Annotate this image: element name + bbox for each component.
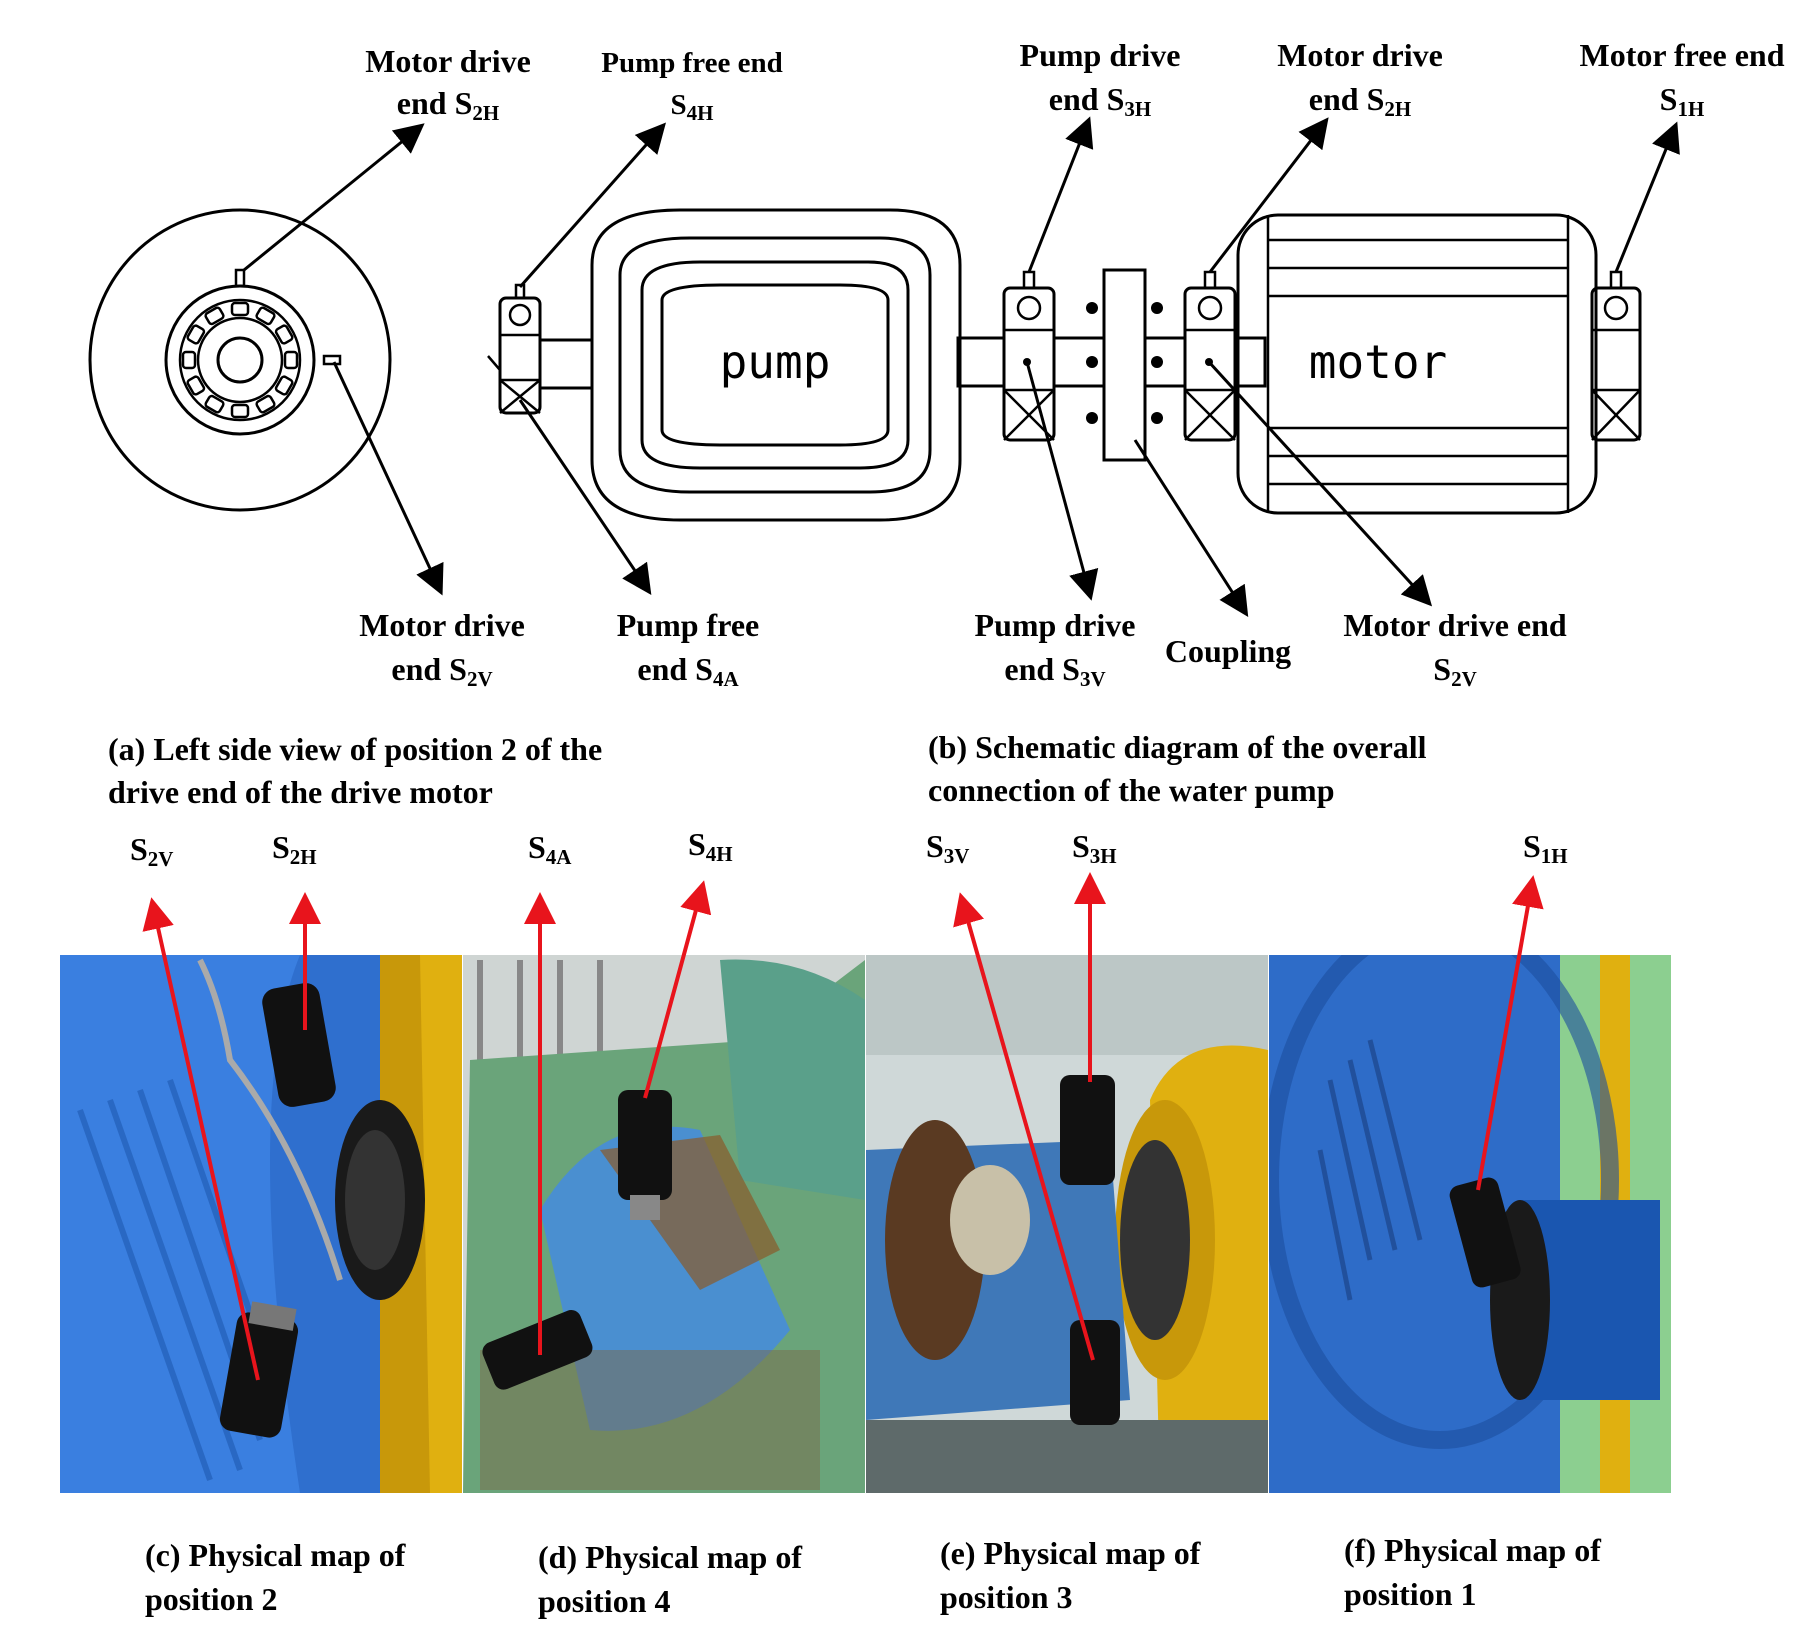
label-s1h-line1: Motor free end bbox=[1580, 37, 1785, 73]
label-left-s2v-line1: Motor drive bbox=[359, 607, 525, 643]
caption-d-line1: (d) Physical map of bbox=[538, 1539, 802, 1575]
bearing-ball bbox=[204, 306, 225, 326]
label-s3h-line2: end S3H bbox=[1049, 81, 1151, 121]
sensor-mount-top bbox=[234, 268, 246, 288]
photo-labels: S2V S2H S4A S4H S3V S3H S1H bbox=[130, 826, 1568, 871]
schematic-labels: Motor drive end S2H Pump free end S4H Pu… bbox=[359, 37, 1784, 691]
label-s2h-line2: end S2H bbox=[1309, 81, 1411, 121]
photo-position-1 bbox=[1269, 955, 1671, 1493]
overall-schematic: pump bbox=[487, 116, 1680, 618]
caption-f-line1: (f) Physical map of bbox=[1344, 1532, 1601, 1568]
bearing-ball bbox=[181, 350, 197, 370]
motor-end-circle bbox=[88, 208, 392, 512]
motor-free-end-bearing bbox=[1590, 270, 1642, 442]
label-s3v-line2: end S3V bbox=[1004, 651, 1105, 691]
label-s4h-line2: S4H bbox=[671, 89, 714, 125]
red-arrow-s2v bbox=[142, 897, 260, 1381]
photo-position-3 bbox=[866, 955, 1268, 1493]
arrow-coupling bbox=[1133, 439, 1249, 618]
label-s3v-line1: Pump drive bbox=[975, 607, 1136, 643]
red-arrow-s3v bbox=[953, 892, 1095, 1361]
label-s3h-line1: Pump drive bbox=[1020, 37, 1181, 73]
caption-e-line2: position 3 bbox=[940, 1579, 1072, 1615]
photo-label-s2h: S2H bbox=[272, 829, 317, 869]
bearing-ball bbox=[283, 350, 299, 370]
arrow-s4a bbox=[518, 399, 652, 595]
caption-c-line2: position 2 bbox=[145, 1581, 277, 1617]
arrow-s2h bbox=[1208, 117, 1329, 273]
motor-body bbox=[1236, 213, 1598, 515]
arrow-s3h bbox=[1027, 116, 1094, 273]
bearing-ball bbox=[274, 324, 294, 345]
red-arrows bbox=[142, 872, 1544, 1381]
arrow-s2v-left bbox=[332, 361, 444, 596]
arrow-s2h-left bbox=[243, 123, 425, 272]
label-s2v-line1: Motor drive end bbox=[1343, 607, 1567, 643]
photo-label-s4h: S4H bbox=[688, 826, 733, 866]
caption-d-line2: position 4 bbox=[538, 1583, 670, 1619]
pump-drive-end-bearing bbox=[1002, 270, 1056, 442]
photo-label-s3h: S3H bbox=[1072, 828, 1117, 868]
red-arrow-s1h bbox=[1476, 875, 1544, 1191]
bearing-ball bbox=[186, 324, 206, 345]
bearing-ball bbox=[255, 394, 276, 414]
pump-label: pump bbox=[720, 335, 831, 389]
photo-label-s4a: S4A bbox=[528, 829, 572, 869]
arrow-s3v bbox=[1025, 361, 1099, 601]
photo-label-s3v: S3V bbox=[926, 828, 969, 868]
label-s2h-line1: Motor drive bbox=[1277, 37, 1443, 73]
label-s1h-line2: S1H bbox=[1660, 81, 1705, 121]
label-s4a-line1: Pump free bbox=[617, 607, 759, 643]
bearing-icon bbox=[164, 284, 316, 436]
caption-b-line2: connection of the water pump bbox=[928, 772, 1335, 808]
photo-label-s2v: S2V bbox=[130, 831, 173, 871]
bearing-ball bbox=[230, 403, 250, 419]
label-left-s2h-line2: end S2H bbox=[397, 85, 499, 125]
bearing-ball bbox=[274, 375, 294, 396]
arrow-s4h bbox=[518, 122, 666, 288]
caption-a-line1: (a) Left side view of position 2 of the bbox=[108, 731, 602, 767]
label-left-s2h-line1: Motor drive bbox=[365, 43, 531, 79]
motor-label: motor bbox=[1309, 335, 1447, 389]
pump-casing bbox=[590, 208, 962, 522]
caption-b-line1: (b) Schematic diagram of the overall bbox=[928, 729, 1427, 765]
photo-label-s1h: S1H bbox=[1523, 828, 1568, 868]
pump-free-shaft bbox=[538, 338, 594, 390]
caption-a-line2: drive end of the drive motor bbox=[108, 774, 493, 810]
label-s4a-line2: end S4A bbox=[637, 651, 739, 691]
pump-drive-shaft bbox=[956, 336, 1006, 388]
bearing-ball bbox=[204, 394, 225, 414]
label-s4h-line1: Pump free end bbox=[601, 47, 783, 79]
coupling bbox=[1086, 268, 1163, 462]
arrow-s1h bbox=[1614, 121, 1680, 273]
caption-f-line2: position 1 bbox=[1344, 1576, 1476, 1612]
left-side-view bbox=[88, 123, 444, 596]
arrow-s2v bbox=[1207, 360, 1433, 607]
pump-free-end-bearing bbox=[498, 283, 542, 415]
motor-drive-end-bearing bbox=[1183, 270, 1237, 442]
label-coupling: Coupling bbox=[1165, 633, 1291, 669]
photo-position-4 bbox=[463, 955, 865, 1493]
label-left-s2v-line2: end S2V bbox=[391, 651, 492, 691]
bearing-ball bbox=[186, 375, 206, 396]
caption-c-line1: (c) Physical map of bbox=[145, 1537, 406, 1573]
caption-e-line1: (e) Physical map of bbox=[940, 1535, 1201, 1571]
bearing-ball bbox=[255, 306, 276, 326]
sensor-mount-side bbox=[322, 354, 342, 366]
red-arrow-s4h bbox=[643, 880, 712, 1099]
label-s2v-line2: S2V bbox=[1433, 651, 1476, 691]
photo-position-2 bbox=[60, 955, 462, 1493]
bearing-ball bbox=[230, 301, 250, 317]
